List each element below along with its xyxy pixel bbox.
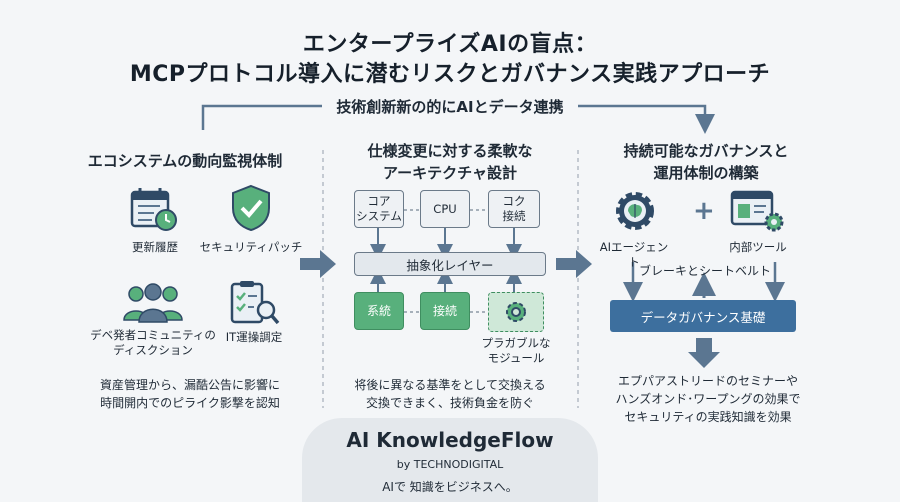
title-line-2: MCPプロトコル導入に潜むリスクとガバナンス実践アプローチ: [129, 62, 771, 87]
shield-check-icon: [232, 184, 270, 232]
brand-name: AI KnowledgeFlow: [346, 428, 554, 452]
right-description: エプパアストリードのセミナーや ハンズオンド･ワープングの効果で セキュリティの…: [615, 374, 801, 424]
icon-label-it-operations: IT運操調定: [225, 330, 283, 344]
flow-line-left: [201, 104, 322, 130]
calendar-clock-icon: [130, 188, 177, 231]
internal-tools-icon: [730, 190, 784, 232]
arrow-middle-to-right: [556, 250, 592, 278]
box-connection-module: 接続: [420, 292, 470, 330]
brand-tagline: AIで 知識をビジネスへ。: [382, 480, 518, 494]
pluggable-module-box: [488, 292, 544, 332]
left-description: 資産管理から、漏酷公告に影響に 時間開内でのピライク影撃を認知: [99, 378, 280, 410]
title-line-1: エンタープライズAIの盲点：: [302, 32, 598, 57]
arrow-left-to-middle: [300, 250, 336, 278]
brand-footer-panel: [302, 418, 598, 502]
flow-label: 技術創新新の的にAIとデータ連携: [0, 96, 900, 117]
box-connection: コク 接続: [488, 190, 540, 228]
internal-tools-label: 内部ツール: [729, 240, 787, 254]
icon-label-security-patch: セキュリティパッチ: [199, 240, 303, 254]
ai-agent-gear-icon: [616, 192, 654, 230]
community-icon: [123, 283, 183, 323]
data-governance-foundation: データガバナンス基礎: [610, 300, 796, 332]
left-column-title: エコシステムの動向監視体制: [87, 152, 283, 170]
abstraction-layer: 抽象化レイヤー: [354, 252, 546, 276]
arrow-down-right: [688, 338, 720, 368]
plus-icon: +: [693, 196, 715, 226]
box-system-module: 系統: [354, 292, 404, 330]
icon-label-developer-community: デベ発者コミュニティのディスクション: [90, 328, 216, 357]
box-core-system: コア システム: [354, 190, 404, 228]
brand-by: by TECHNODIGITAL: [396, 458, 504, 471]
right-column-title: 持続可能なガバナンスと 運用体制の構築: [623, 142, 789, 182]
checklist-magnifier-icon: [230, 281, 280, 325]
pluggable-module-label: プラガブルな モジュール: [481, 336, 551, 365]
flow-line-right: [578, 104, 715, 134]
ai-agent-label: AIエージェント: [599, 240, 669, 269]
brake-seatbelt-label: ブレーキとシートベルト: [638, 264, 771, 278]
icon-label-update-history: 更新履歴: [132, 240, 178, 254]
gear-icon: [506, 302, 526, 322]
box-cpu: CPU: [420, 190, 470, 228]
middle-description: 将後に異なる基準をとして交換える 交換できまく、技術負金を防ぐ: [354, 378, 546, 410]
middle-column-title: 仕様変更に対する柔軟な アーキテクチャ設計: [367, 142, 533, 182]
